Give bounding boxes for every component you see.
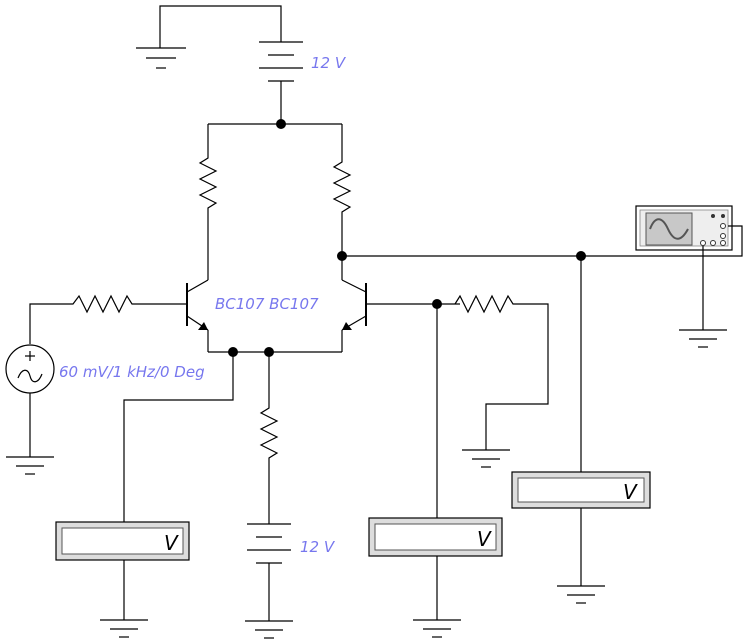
bottom-supply-ground-icon <box>245 620 293 639</box>
left-transistor-icon <box>186 279 209 352</box>
scope-waveform <box>649 218 689 240</box>
source-ground-icon <box>6 456 54 475</box>
right-meter-unit: V <box>623 480 638 504</box>
left-collector-resistor-icon <box>198 124 218 280</box>
bottom-supply-label: 12 V <box>300 538 336 556</box>
top-ground-icon <box>136 5 282 69</box>
right-collector-resistor-icon <box>332 124 352 280</box>
middle-voltmeter[interactable]: V <box>368 517 503 557</box>
middle-meter-ground-icon <box>413 619 461 638</box>
right-transistor-icon <box>341 279 367 352</box>
right-meter-ground-icon <box>557 585 605 604</box>
top-supply-label: 12 V <box>311 54 347 72</box>
base-ground-icon <box>462 449 510 468</box>
transistor-label: BC107 BC107 <box>215 295 319 313</box>
right-collector-junction <box>337 251 347 261</box>
scope-ground-icon <box>679 329 727 348</box>
top-junction <box>276 119 286 129</box>
middle-meter-unit: V <box>477 527 492 551</box>
input-resistor-icon <box>29 294 187 344</box>
source-label: 60 mV/1 kHz/0 Deg <box>59 363 205 381</box>
left-meter-unit: V <box>164 531 179 555</box>
tail-resistor-icon <box>259 352 279 524</box>
left-meter-ground-icon <box>100 619 148 638</box>
top-battery-icon <box>259 41 303 124</box>
right-base-resistor-icon <box>454 294 549 450</box>
bottom-battery-icon <box>247 523 291 621</box>
right-voltmeter[interactable]: V <box>511 471 651 509</box>
oscilloscope-icon[interactable] <box>635 205 733 251</box>
ac-source-icon <box>5 344 55 457</box>
left-voltmeter[interactable]: V <box>55 521 190 561</box>
